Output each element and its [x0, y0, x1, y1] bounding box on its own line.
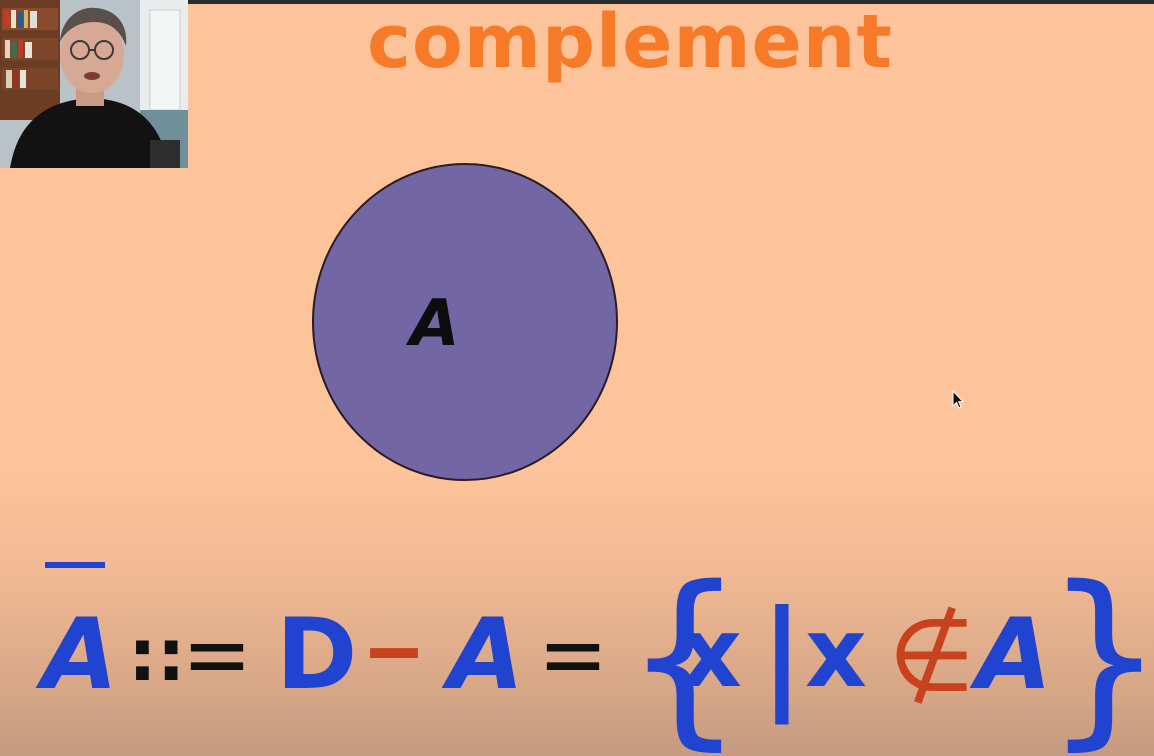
formula-bar: |	[760, 586, 804, 725]
formula-define-colons: ::	[128, 613, 186, 697]
presenter-webcam[interactable]	[0, 0, 188, 168]
mouse-pointer-icon	[952, 390, 965, 409]
formula-universe-d: D	[276, 598, 357, 712]
formula-element-x: x	[680, 597, 742, 709]
slide-title: complement	[367, 0, 893, 85]
formula-lhs-a: A	[35, 598, 118, 712]
formula-not-in: ∉	[888, 597, 975, 714]
presenter-webcam-image	[0, 0, 188, 168]
formula-set-a: A	[441, 598, 524, 712]
formula-open-brace: {	[624, 546, 745, 756]
complement-overline	[45, 562, 105, 568]
top-edge-bar	[0, 0, 1154, 4]
formula-element-x2: x	[805, 597, 867, 709]
formula-minus: −	[362, 601, 426, 701]
set-a-circle	[312, 163, 618, 481]
formula-set-a2: A	[969, 598, 1052, 712]
complement-formula: A :: = D − A = { x | x ∉ A }	[35, 546, 1154, 756]
formula-close-brace: }	[1044, 546, 1154, 756]
formula-equals: =	[538, 601, 608, 708]
venn-diagram: A	[312, 163, 618, 481]
set-a-label: A	[405, 287, 460, 361]
formula-define-equals: =	[182, 601, 252, 708]
